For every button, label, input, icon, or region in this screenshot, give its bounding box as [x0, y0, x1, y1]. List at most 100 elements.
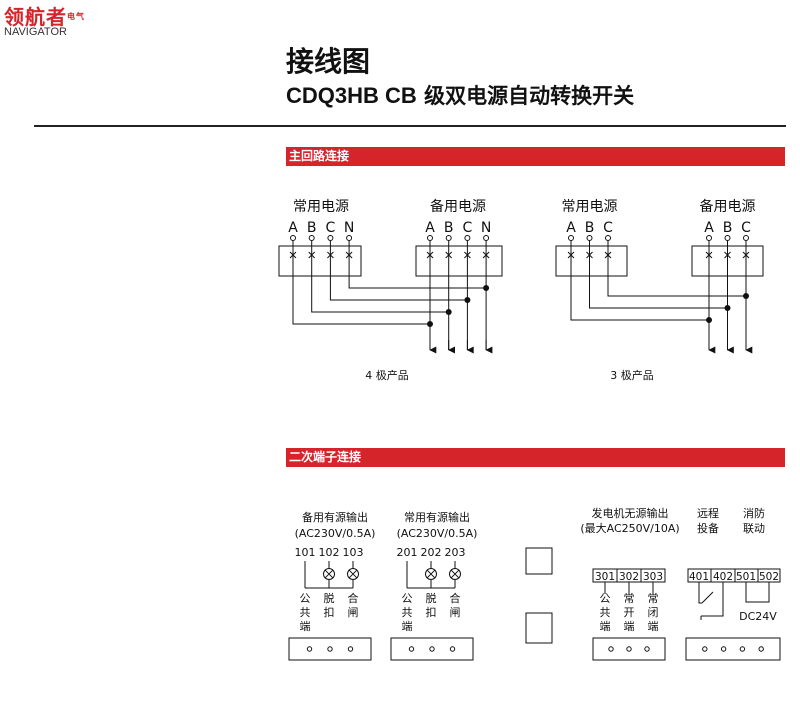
generator-label-0: 共	[600, 606, 611, 619]
generator-terminal-303: 303	[643, 571, 663, 583]
terminal-hole	[702, 646, 708, 652]
generator-output-title: 发电机无源输出	[592, 506, 669, 520]
four-pole-normal-phase-c: C	[326, 220, 336, 236]
normal-output-label-2: 闸	[450, 606, 461, 619]
remote-fire-terminal-502: 502	[759, 571, 779, 583]
remote-switch-blade	[701, 591, 714, 604]
remote-contact-wire	[698, 582, 702, 604]
terminal-hole	[408, 646, 415, 652]
four-pole-normal-phase-a: A	[288, 220, 298, 236]
lamp-cross	[348, 569, 358, 579]
lamp-cross	[450, 569, 460, 579]
backup-output-terminal-strip	[288, 637, 372, 661]
generator-terminal-301: 301	[595, 571, 615, 583]
terminal-circle	[464, 235, 471, 241]
blank-module-bottom	[525, 612, 553, 644]
remote-fire-terminal-402: 402	[713, 571, 733, 583]
switch-contact-x	[724, 251, 731, 259]
three-pole-normal-breaker-box	[555, 245, 628, 277]
three-pole-normal-phase-c: C	[603, 220, 613, 236]
page-subtitle: CDQ3HB CB 级双电源自动转换开关	[286, 80, 634, 110]
normal-output-label-0: 共	[402, 606, 413, 619]
generator-label-2: 闭	[648, 606, 659, 619]
terminal-circle	[706, 235, 712, 241]
backup-output-title: 备用有源输出	[302, 510, 368, 524]
switch-contact-x	[705, 251, 713, 259]
normal-output-terminal-201: 201	[397, 546, 418, 559]
switch-contact-x	[464, 251, 471, 259]
four-pole-normal-phase-b: B	[307, 220, 317, 236]
normal-output-rating: (AC230V/0.5A)	[397, 527, 478, 540]
three-pole-normal-feed	[589, 262, 728, 309]
three-pole-backup-phase-c: C	[741, 220, 751, 236]
remote-fire-terminal-strip	[685, 637, 781, 661]
four-pole-backup-phase-n: N	[481, 220, 491, 236]
four-pole-backup-breaker-box	[415, 245, 503, 277]
backup-output-terminal-103: 103	[343, 546, 364, 559]
terminal-hole	[644, 646, 650, 652]
four-pole-normal-feed	[329, 262, 468, 301]
fire-linkage-title-2: 联动	[743, 522, 765, 535]
section-bar-main-circuit: 主回路连接	[286, 147, 785, 166]
remote-fire-terminal-501: 501	[736, 571, 756, 583]
terminal-hole	[429, 646, 435, 652]
brand-logo: 领航者电气 NAVIGATOR	[4, 6, 85, 38]
normal-output-terminal-202: 202	[421, 546, 442, 559]
four-pole-backup-phase-c: C	[463, 220, 473, 236]
backup-output-label-0: 公	[300, 592, 311, 605]
terminal-circle	[724, 235, 731, 241]
generator-label-1: 开	[624, 606, 635, 619]
brand-name-cn: 领航者电气	[4, 5, 85, 29]
four-pole-backup-phase-b: B	[444, 220, 454, 236]
three-pole-caption: 3 极产品	[610, 368, 654, 382]
backup-output-label-0: 端	[300, 620, 311, 633]
section-bar-secondary: 二次端子连接	[286, 448, 785, 467]
dc24v-label: DC24V	[739, 610, 777, 623]
normal-output-title: 常用有源输出	[404, 510, 470, 524]
terminal-circle	[290, 235, 296, 241]
remote-standby-title-2: 投备	[697, 521, 719, 535]
backup-output-label-0: 共	[300, 606, 311, 619]
three-pole-backup-phase-b: B	[723, 220, 733, 236]
four-pole-normal-feed	[311, 262, 449, 313]
terminal-hole	[739, 646, 746, 652]
backup-output-label-2: 合	[348, 591, 359, 605]
normal-output-terminal-strip	[390, 637, 474, 661]
normal-output-label-0: 端	[402, 620, 413, 633]
terminal-hole	[626, 646, 632, 652]
switch-contact-x	[586, 251, 593, 259]
backup-output-label-2: 闸	[348, 606, 359, 619]
terminal-hole	[327, 646, 333, 652]
normal-output-label-1: 扣	[426, 605, 437, 619]
three-pole-normal-feed	[607, 262, 746, 297]
three-pole-backup-label: 备用电源	[700, 198, 756, 215]
terminal-circle	[483, 235, 490, 241]
four-pole-backup-label: 备用电源	[430, 198, 486, 215]
four-pole-normal-breaker-box	[278, 245, 362, 277]
generator-label-0: 公	[600, 592, 611, 605]
four-pole-normal-feed	[292, 262, 430, 325]
terminal-circle	[308, 235, 315, 241]
switch-contact-x	[308, 251, 316, 259]
remote-fire-terminal-401: 401	[689, 571, 709, 583]
generator-label-1: 端	[624, 620, 635, 633]
normal-output-terminal-203: 203	[445, 546, 466, 559]
blank-module-top	[525, 547, 553, 575]
fire-linkage-wire	[745, 582, 770, 603]
three-pole-normal-label: 常用电源	[562, 199, 618, 215]
generator-label-0: 端	[600, 620, 611, 633]
backup-output-terminal-101: 101	[295, 546, 316, 559]
normal-output-label-0: 公	[402, 592, 413, 605]
terminal-circle	[568, 235, 574, 241]
terminal-circle	[445, 235, 452, 241]
terminal-circle	[327, 235, 334, 241]
four-pole-backup-phase-a: A	[425, 220, 435, 236]
remote-fire-terminal-block	[687, 568, 781, 583]
switch-contact-x	[327, 251, 334, 259]
terminal-hole	[347, 646, 354, 652]
switch-contact-x	[604, 251, 612, 259]
generator-output-rating: (最大AC250V/10A)	[580, 521, 679, 535]
